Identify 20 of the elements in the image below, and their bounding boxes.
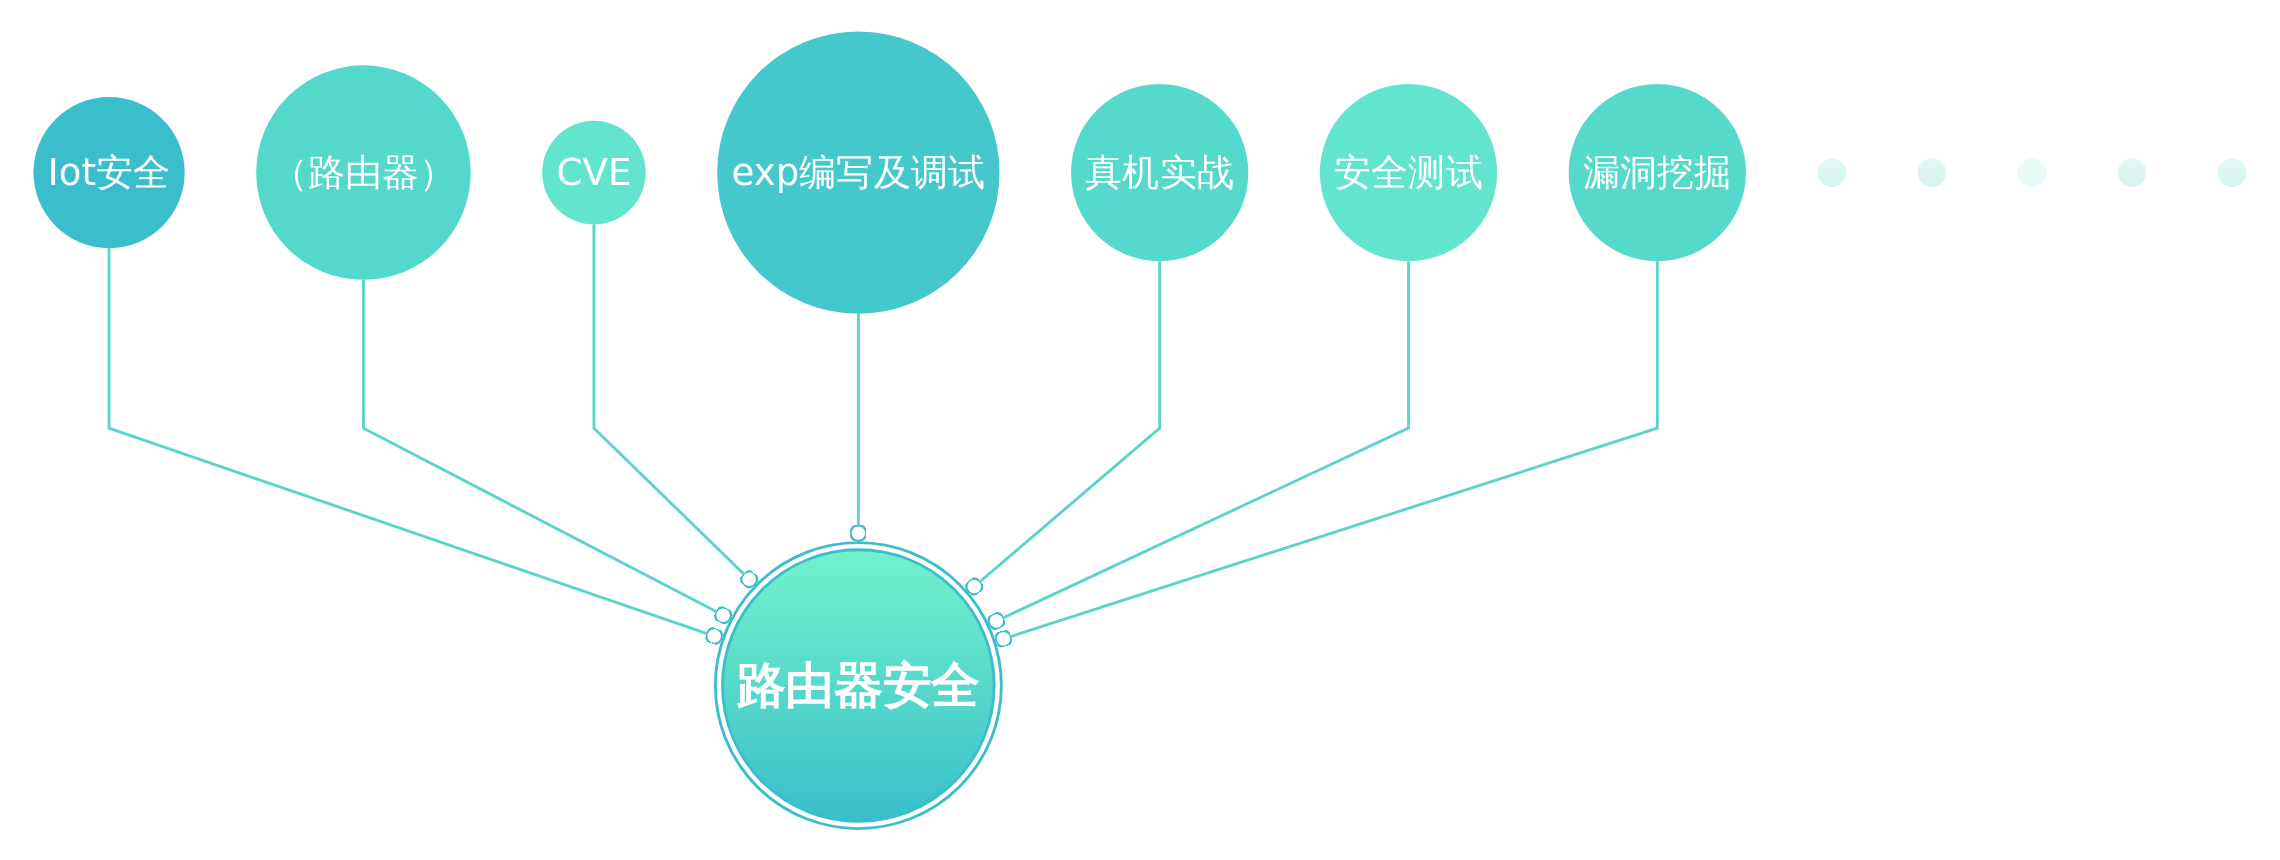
node-circle: 路由器安全	[713, 541, 1003, 830]
connector	[849, 313, 868, 543]
connector	[965, 261, 1162, 596]
node-circle: exp编写及调试	[717, 31, 1000, 314]
connector	[362, 279, 733, 625]
node-circle: （路由器）	[256, 65, 471, 280]
node-circle: 真机实战	[1071, 83, 1249, 262]
node-circle	[2117, 158, 2147, 187]
connector	[994, 261, 1659, 648]
node-circle	[2017, 158, 2047, 187]
node-circle: CVE	[542, 120, 646, 225]
node-circle: Iot安全	[33, 96, 185, 249]
connector	[592, 224, 759, 589]
connector	[987, 261, 1410, 630]
node-circle: 安全测试	[1319, 83, 1498, 262]
node-circle	[1817, 158, 1847, 187]
node-circle	[2217, 158, 2247, 187]
node-circle	[1917, 158, 1947, 187]
connector	[107, 248, 724, 646]
node-circle: 漏洞挖掘	[1568, 83, 1746, 262]
